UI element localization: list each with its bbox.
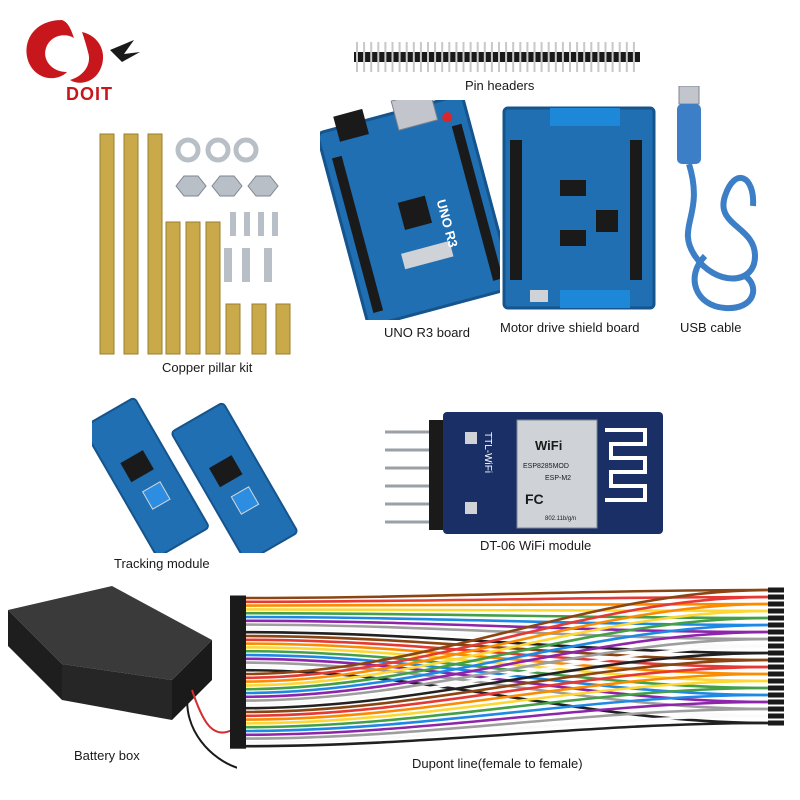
copper-pillar-kit-image [92, 128, 302, 360]
uno-board-image: UNO R3 [320, 100, 500, 320]
wifi-chip-print: WiFi [535, 438, 562, 453]
wifi-module-image: WiFi ESP8285MOD ESP-M2 FC 802.11b/g/n TT… [385, 412, 665, 537]
dupont-line-label: Dupont line(female to female) [412, 756, 583, 771]
uno-board-label: UNO R3 board [384, 325, 470, 340]
usb-cable-label: USB cable [680, 320, 742, 335]
dupont-line-image [228, 580, 800, 760]
wifi-module-label: DT-06 WiFi module [480, 538, 592, 553]
battery-box-image [2, 580, 237, 775]
brand-logo [12, 10, 152, 120]
usb-cable-image [665, 86, 775, 316]
tracking-module-label: Tracking module [114, 556, 210, 571]
wifi-side-print: TTL-WiFi [482, 432, 493, 473]
wifi-fcc-print: FC [525, 491, 544, 507]
battery-box-label: Battery box [74, 748, 140, 763]
motor-shield-image [500, 100, 660, 315]
pin-headers-image [352, 40, 644, 74]
pin-headers-label: Pin headers [465, 78, 535, 93]
wifi-model-print: ESP8285MOD [523, 463, 569, 470]
copper-pillar-kit-label: Copper pillar kit [162, 360, 253, 375]
wifi-esp-print: ESP-M2 [545, 475, 571, 482]
wifi-spec-print: 802.11b/g/n [545, 516, 576, 522]
motor-shield-label: Motor drive shield board [500, 320, 640, 335]
doit-logo-icon [26, 20, 140, 83]
tracking-module-image [92, 388, 302, 553]
brand-name: DOIT [66, 84, 113, 104]
